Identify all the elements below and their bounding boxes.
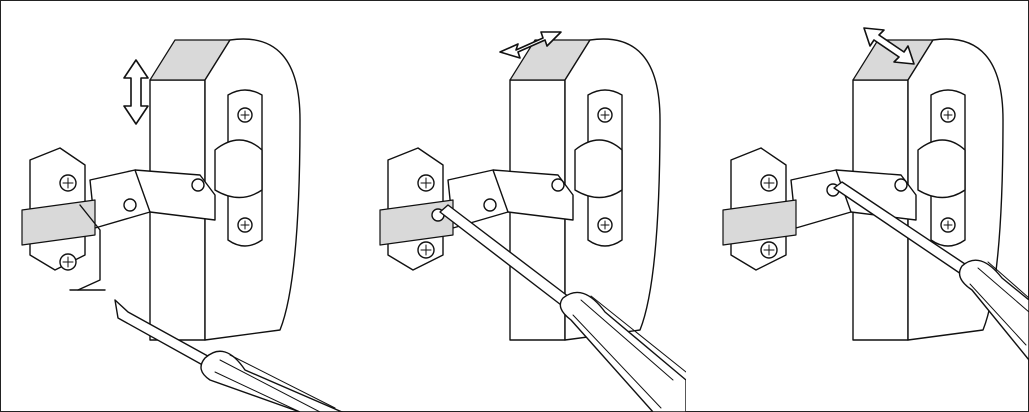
panel-vertical-adjustment [21, 38, 343, 412]
screwdriver [114, 299, 343, 412]
panel-depth-adjustment [379, 31, 686, 412]
hinge-base-plate [21, 147, 96, 271]
hinge-base-plate [722, 147, 797, 271]
hinge-cup-plate [574, 89, 623, 247]
hinge-cup-plate [214, 89, 263, 247]
vertical-arrow [123, 59, 149, 125]
hinge-cup-plate [917, 89, 966, 247]
hinge-arm [447, 169, 574, 229]
adjustment-guide-lines [69, 204, 106, 291]
screwdriver [439, 204, 686, 412]
depth-arrow [499, 31, 562, 59]
hinge-base-plate [379, 147, 454, 271]
screwdriver [833, 181, 1029, 361]
lateral-arrow [863, 27, 915, 65]
hinge-arm [89, 169, 216, 229]
panel-side-adjustment [722, 27, 1029, 361]
